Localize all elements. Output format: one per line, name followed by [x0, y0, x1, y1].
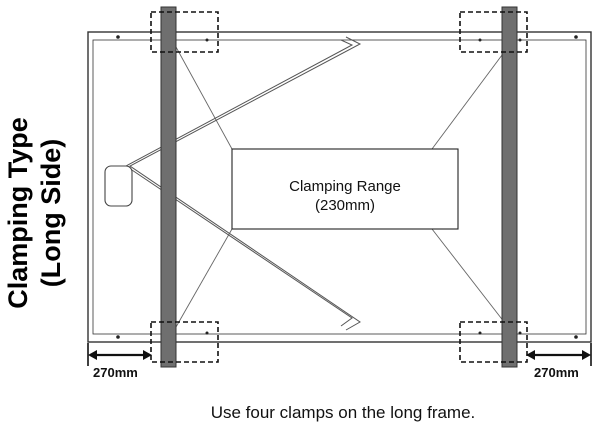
clamp-top-right [459, 11, 528, 53]
side-title: Clamping Type (Long Side) [3, 117, 66, 309]
diagonal-line [431, 46, 509, 150]
arrowhead-right [143, 350, 152, 360]
side-title-line2: (Long Side) [36, 139, 66, 287]
clamping-rails [160, 6, 518, 368]
panel-frame [87, 31, 592, 343]
left-rail [160, 6, 177, 368]
cable-outer [129, 36, 362, 331]
mounting-hole [205, 331, 209, 335]
caption: Use four clamps on the long frame. [211, 403, 476, 422]
diagonal-supports [175, 46, 509, 328]
clamping-range-rect [231, 148, 459, 230]
arrowhead-left [526, 350, 535, 360]
junction-box [104, 165, 133, 207]
arrowhead-right [582, 350, 591, 360]
clamp-bottom-left [150, 321, 219, 363]
diagonal-line [175, 228, 233, 328]
panel-outer-edge [87, 31, 592, 343]
clamping-range-box: Clamping Range (230mm) [231, 148, 459, 230]
clamp-top-left [150, 11, 219, 53]
clamp-positions [150, 11, 528, 363]
left-dimension: 270mm [87, 343, 152, 380]
mounting-hole [116, 335, 120, 339]
arrowhead-left [88, 350, 97, 360]
mounting-hole [478, 38, 482, 42]
diagonal-line [431, 228, 509, 328]
mounting-hole [518, 38, 522, 42]
side-title-line1: Clamping Type [3, 117, 33, 309]
mounting-hole [574, 35, 578, 39]
clamping-range-value: (230mm) [315, 197, 375, 214]
panel-inner-edge [92, 39, 587, 335]
right-dimension: 270mm [526, 343, 592, 380]
junction-box-cable [104, 36, 362, 331]
mounting-hole [116, 35, 120, 39]
clamping-range-label: Clamping Range [289, 178, 401, 195]
mounting-hole [518, 331, 522, 335]
right-rail [501, 6, 518, 368]
clamp-bottom-right [459, 321, 528, 363]
diagonal-line [175, 46, 233, 150]
right-dimension-label: 270mm [534, 365, 579, 380]
mounting-hole [478, 331, 482, 335]
mounting-hole [574, 335, 578, 339]
left-dimension-label: 270mm [93, 365, 138, 380]
mounting-hole [205, 38, 209, 42]
